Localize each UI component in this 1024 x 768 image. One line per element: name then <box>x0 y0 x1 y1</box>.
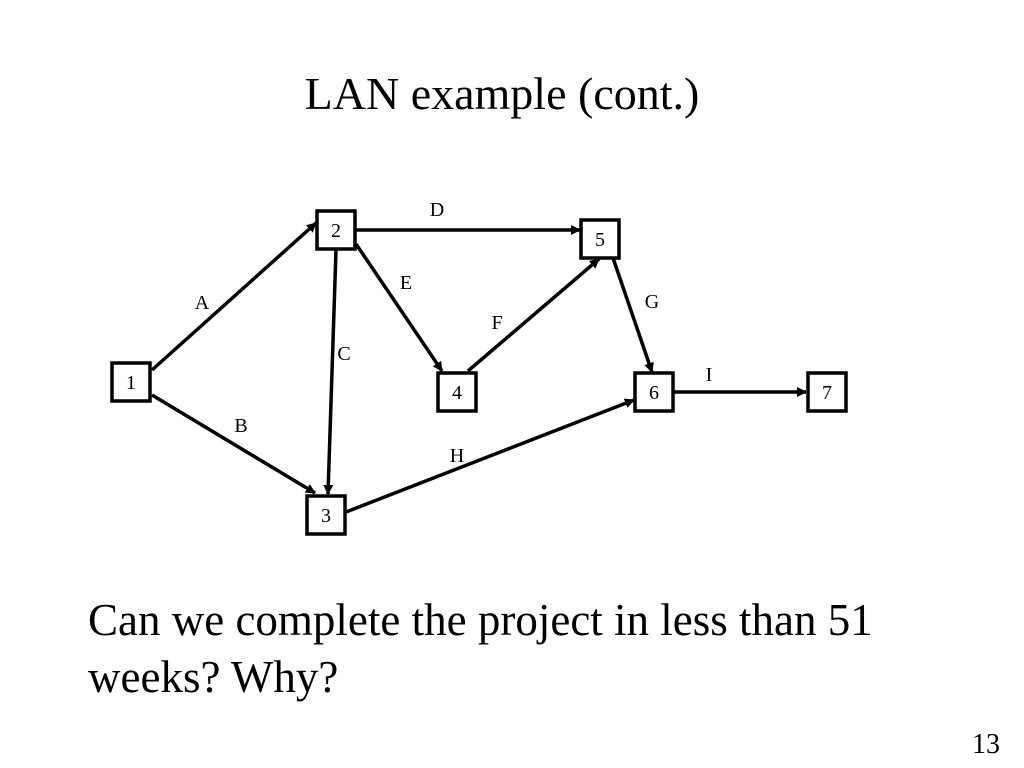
page-number: 13 <box>972 729 1000 760</box>
node-5: 5 <box>579 218 621 260</box>
edge-arrow-c <box>323 249 338 495</box>
edge-label-f: F <box>491 312 502 334</box>
node-label-6: 6 <box>649 382 659 404</box>
node-1: 1 <box>110 361 152 403</box>
edge-arrow-f <box>466 257 601 373</box>
edge-label-d: D <box>430 199 444 221</box>
node-label-1: 1 <box>126 372 136 394</box>
node-7: 7 <box>806 371 848 413</box>
edge-arrow-a <box>150 221 318 372</box>
node-box-5 <box>579 218 621 260</box>
edge-arrow-b <box>151 393 316 495</box>
node-box-1 <box>110 361 152 403</box>
node-box-4 <box>436 371 478 413</box>
slide-title: LAN example (cont.) <box>304 68 700 119</box>
edge-label-i: I <box>706 364 713 386</box>
node-2: 2 <box>315 209 357 251</box>
node-label-5: 5 <box>595 229 605 251</box>
edge-layer: A B C D E F G H I <box>150 199 807 514</box>
edge-label-e: E <box>400 272 412 294</box>
node-label-2: 2 <box>331 220 341 242</box>
edge-label-h: H <box>450 445 464 467</box>
edge-arrow-e <box>354 243 444 372</box>
node-label-4: 4 <box>452 382 462 404</box>
edge-label-c: C <box>337 343 350 365</box>
node-box-6 <box>633 371 675 413</box>
edge-label-b: B <box>234 415 247 437</box>
node-3: 3 <box>305 494 347 536</box>
node-box-7 <box>806 371 848 413</box>
edge-arrow-g <box>611 257 654 373</box>
node-box-3 <box>305 494 347 536</box>
edge-label-a: A <box>195 292 210 314</box>
node-4: 4 <box>436 371 478 413</box>
edge-arrow-h <box>345 398 635 514</box>
node-layer: 1 2 3 4 5 6 7 <box>110 209 848 536</box>
node-label-7: 7 <box>822 382 832 404</box>
node-6: 6 <box>633 371 675 413</box>
edge-label-g: G <box>645 291 659 313</box>
node-label-3: 3 <box>321 505 331 527</box>
node-box-2 <box>315 209 357 251</box>
question-text: Can we complete the project in less than… <box>88 595 873 702</box>
